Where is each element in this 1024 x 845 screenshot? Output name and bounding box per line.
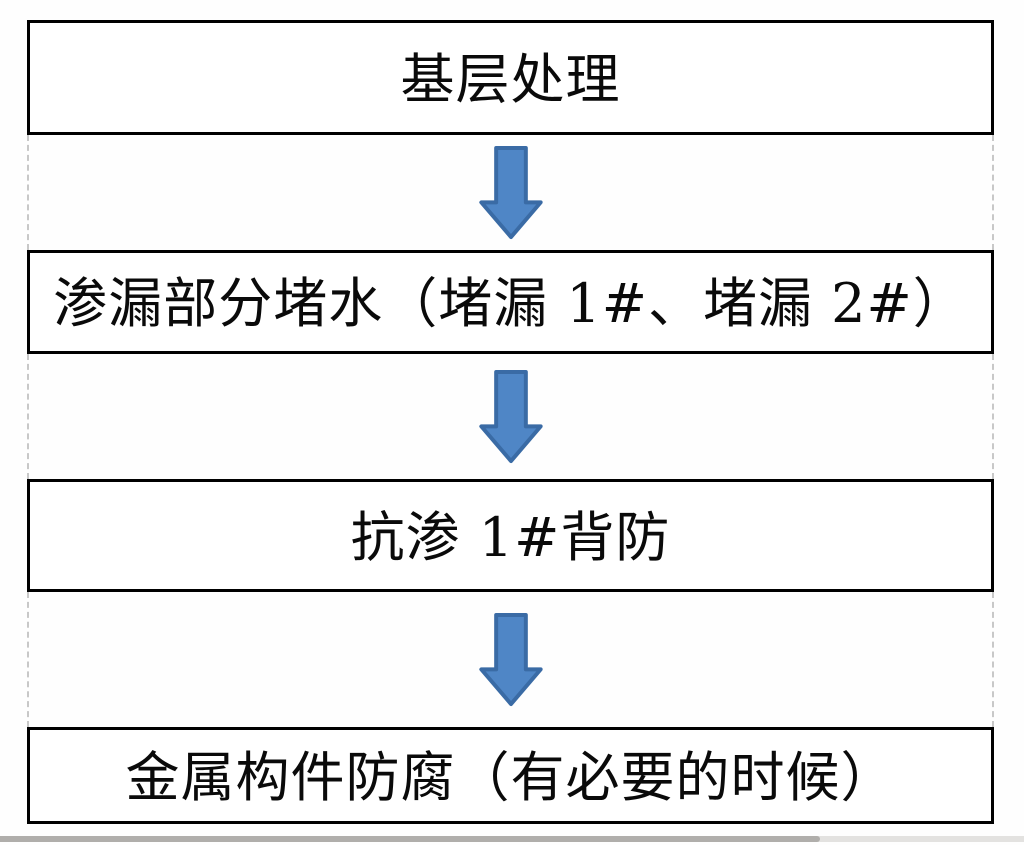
flow-step-base-treatment: 基层处理	[27, 20, 994, 135]
flow-connector-gap	[27, 592, 994, 727]
horizontal-scrollbar[interactable]	[0, 836, 1024, 842]
flow-connector-gap	[27, 354, 994, 479]
flow-step-label: 基层处理	[400, 47, 621, 111]
down-arrow-icon	[478, 612, 543, 707]
flow-step-antiseepage-backing: 抗渗 1#背防	[27, 479, 994, 592]
process-flowchart: 基层处理 渗漏部分堵水（堵漏 1#、堵漏 2#） 抗渗 1#背防 金属构件防腐（…	[27, 20, 994, 824]
flow-step-label: 金属构件防腐（有必要的时候）	[125, 745, 896, 809]
flow-step-leak-plugging: 渗漏部分堵水（堵漏 1#、堵漏 2#）	[27, 250, 994, 354]
scrollbar-thumb[interactable]	[0, 836, 820, 842]
flow-connector-gap	[27, 135, 994, 250]
down-arrow-icon	[478, 369, 543, 464]
flow-step-metal-anticorrosion: 金属构件防腐（有必要的时候）	[27, 727, 994, 824]
flow-step-label: 渗漏部分堵水（堵漏 1#、堵漏 2#）	[53, 272, 968, 335]
down-arrow-icon	[478, 145, 543, 240]
flow-step-label: 抗渗 1#背防	[350, 505, 671, 569]
